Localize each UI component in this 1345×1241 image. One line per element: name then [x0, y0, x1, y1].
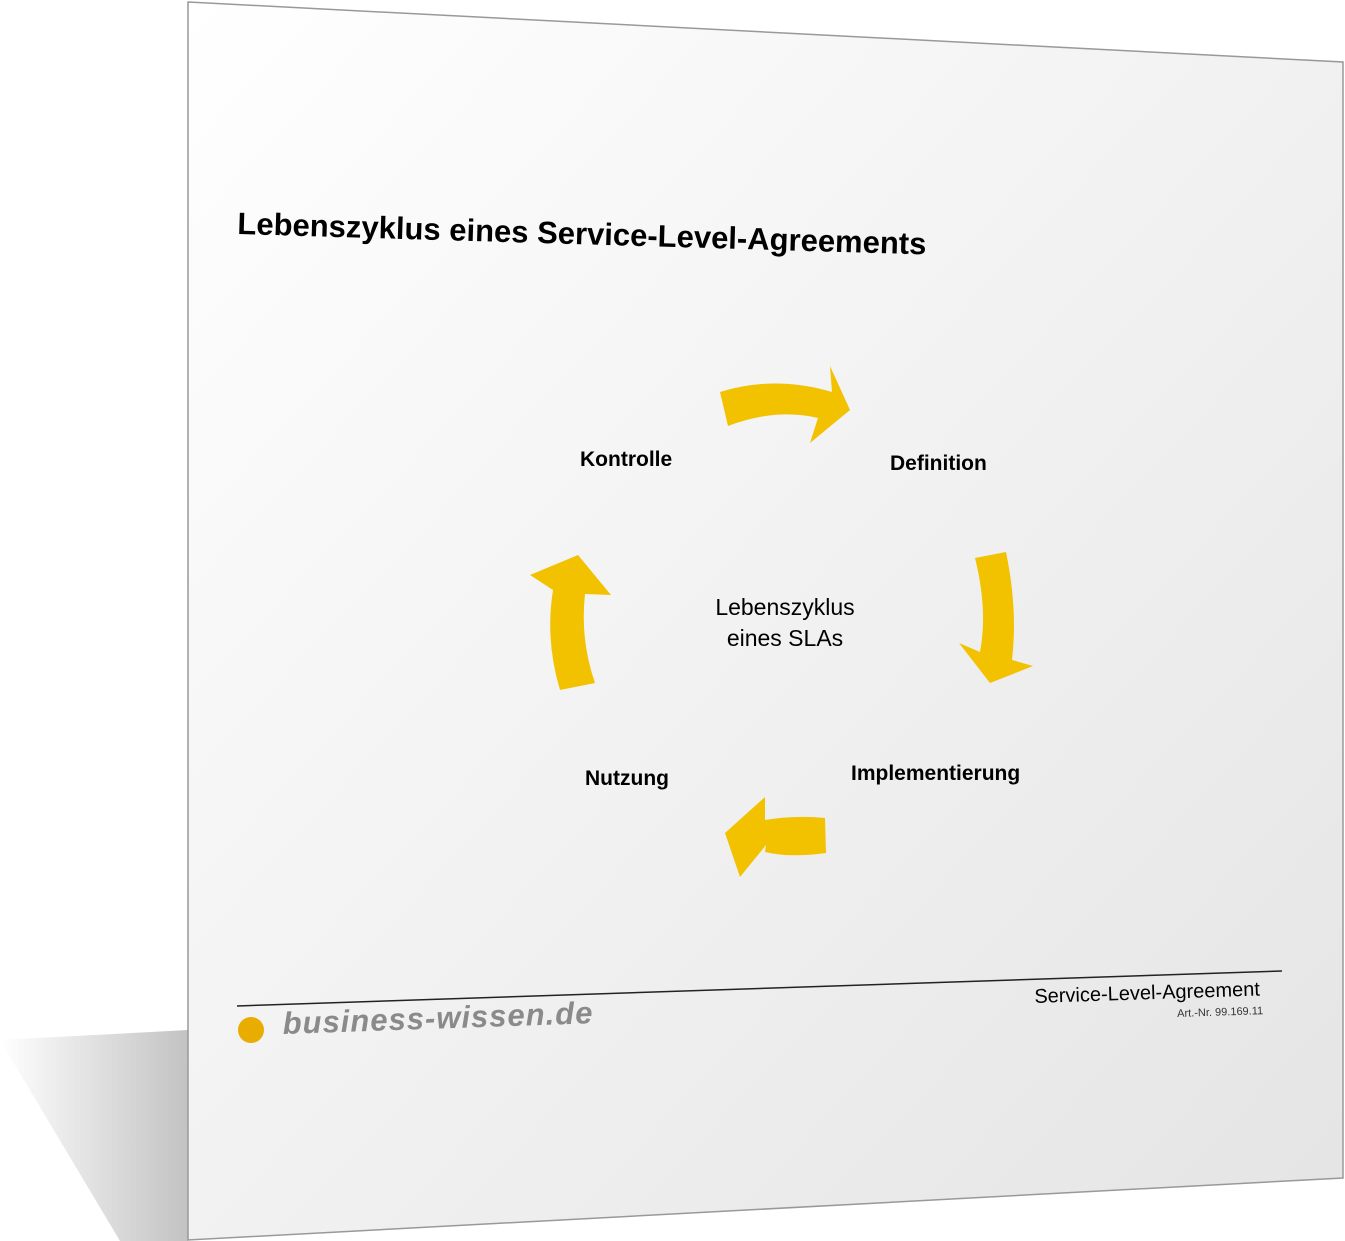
center-line-2: eines SLAs: [726, 625, 844, 651]
arrow-implementierung-to-nutzung: [725, 797, 826, 877]
page-shadow: [0, 1030, 188, 1241]
cycle-center-label: Lebenszyklus eines SLAs: [690, 592, 880, 654]
arrow-kontrolle-to-definition: [720, 366, 850, 443]
logo-dot: [238, 1017, 264, 1043]
stage-implementierung: Implementierung: [851, 762, 1021, 785]
stage-nutzung: Nutzung: [585, 767, 669, 790]
center-line-1: Lebenszyklus: [715, 594, 855, 620]
arrow-nutzung-to-kontrolle: [530, 555, 611, 690]
stage-kontrolle: Kontrolle: [580, 448, 673, 471]
document-page: [187, 1, 1344, 1241]
footer-divider: [236, 970, 1283, 1007]
stage-definition: Definition: [890, 452, 987, 475]
arrow-definition-to-implementierung: [959, 552, 1033, 683]
